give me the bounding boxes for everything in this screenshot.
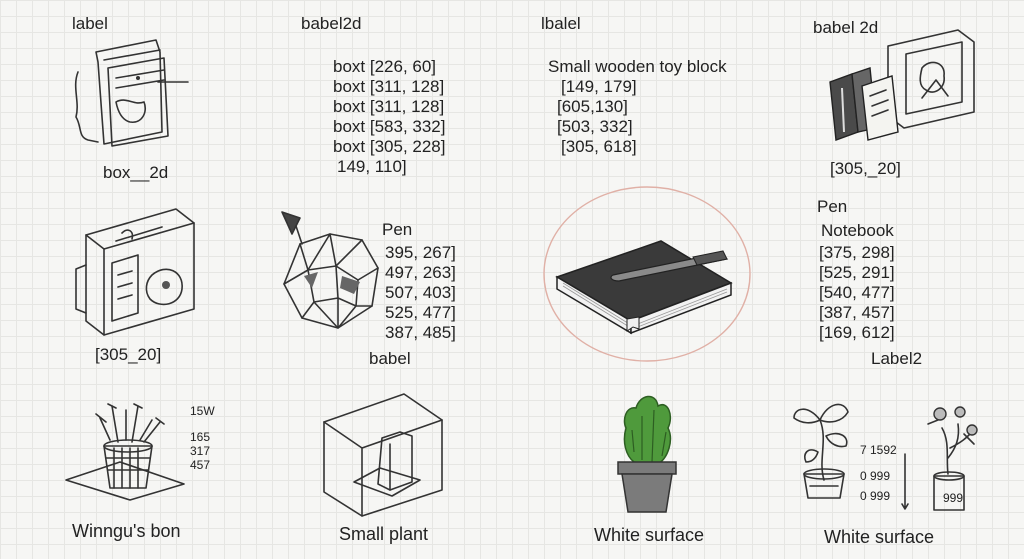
boxt-line: boxt [583, 332]: [333, 117, 446, 136]
babel2d-label: babel2d: [301, 14, 362, 33]
book-stack-illustration: [68, 32, 178, 152]
notebook-coordinate: [387, 457]: [819, 303, 895, 322]
white-surface-label-2: White surface: [824, 527, 935, 547]
gift-box-illustration: [72, 205, 197, 340]
toy-block-coordinate: [149, 179]: [561, 77, 637, 96]
notebook-coordinate: [540, 477]: [819, 283, 895, 302]
flower-pot-illustration: [788, 390, 858, 510]
toy-block-coordinate: [503, 332]: [557, 117, 633, 136]
pen-coordinate: 395, 267]: [385, 243, 456, 262]
fifteen-w-label: 15W: [190, 404, 215, 418]
scale-value: 0 999: [860, 469, 891, 483]
boxt-line: boxt [311, 128]: [333, 97, 445, 116]
notebook-circle-illustration: [543, 185, 753, 365]
notebook-coordinate-list: [375, 298] [525, 291] [540, 477] [387, 4…: [819, 243, 895, 343]
small-number: 317: [190, 444, 211, 458]
left-coord-label: [305_20]: [95, 345, 162, 364]
scale-value: 0 999: [860, 489, 891, 503]
toy-block-coordinate: [605,130]: [557, 97, 628, 116]
small-number: 457: [190, 458, 211, 472]
boxt-line: boxt [311, 128]: [333, 77, 445, 96]
picture-frame-books-illustration: [826, 28, 976, 143]
boxt-line: boxt [305, 228]: [333, 137, 446, 156]
plant-jar-illustration: [920, 398, 980, 513]
notebook-coordinate: [525, 291]: [819, 263, 895, 282]
boxt-coordinate-list: boxt [226, 60] boxt [311, 128] boxt [311…: [333, 57, 445, 177]
boxt-line: 149, 110]: [337, 157, 407, 176]
winngus-bon-label: Winngu's bon: [72, 521, 181, 541]
lbalel-label: lbalel: [541, 14, 581, 33]
pen-label-top: Pen: [382, 220, 413, 239]
babel-label: babel: [369, 349, 411, 368]
pen-coordinate-list: 395, 267] 497, 263] 507, 403] 525, 477] …: [385, 243, 456, 343]
scale-value: 7 1592: [860, 443, 897, 457]
notebook-coordinate: [169, 612]: [819, 323, 895, 342]
label-top-left: label: [72, 14, 108, 33]
notebook-coordinate: [375, 298]: [819, 243, 895, 262]
label2-label: Label2: [871, 349, 923, 368]
boxt-line: boxt [226, 60]: [333, 57, 437, 76]
pen-coordinate: 497, 263]: [385, 263, 456, 282]
toy-block-title: Small wooden toy block: [548, 57, 727, 76]
scale-value-list: 7 1592 0 999 0 999: [860, 440, 897, 506]
cactus-pot-illustration: [612, 386, 682, 516]
white-surface-label-1: White surface: [594, 525, 705, 545]
pen-label-right: Pen: [817, 197, 848, 216]
babel-2d-label: babel 2d: [813, 18, 879, 37]
pencil-cup-illustration: [60, 400, 190, 500]
small-number-list: 165 317 457: [190, 430, 210, 472]
scale-arrow: [900, 452, 910, 512]
notebook-label: Notebook: [821, 221, 894, 240]
box-2d-label: box__2d: [103, 163, 169, 182]
pen-coordinate: 525, 477]: [385, 303, 456, 322]
small-plant-label: Small plant: [339, 524, 429, 544]
glass-cube-illustration: [320, 392, 445, 517]
jar-label: 999: [943, 491, 964, 505]
pen-coordinate: 507, 403]: [385, 283, 456, 302]
pen-coordinate: 387, 485]: [385, 323, 456, 342]
small-number: 165: [190, 430, 211, 444]
toy-block-coordinate: [305, 618]: [561, 137, 637, 156]
toy-block-coordinate-list: [149, 179] [605,130] [503, 332] [305, 61…: [557, 77, 637, 157]
top-right-coord-label: [305,_20]: [830, 159, 901, 178]
polyhedron-illustration: [278, 206, 383, 336]
